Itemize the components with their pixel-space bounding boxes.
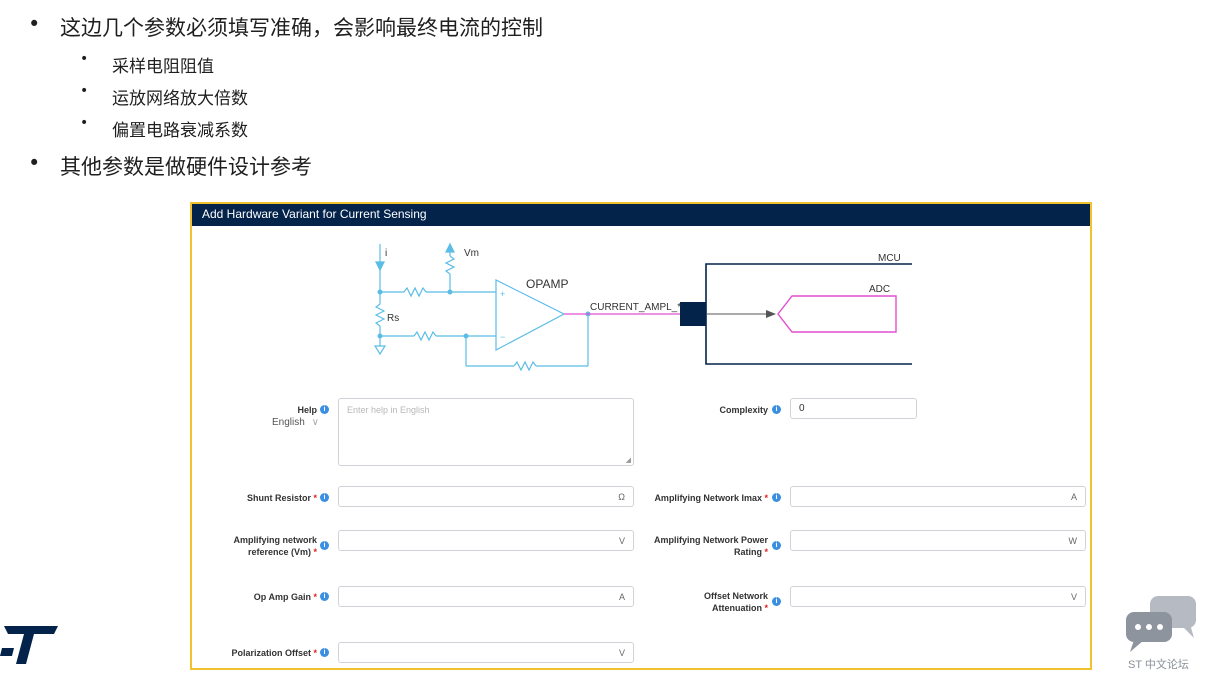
shunt-resistor-input[interactable]: Ω: [338, 486, 634, 507]
offset-attenuation-info-icon[interactable]: i: [772, 597, 781, 606]
current-label: i: [385, 248, 387, 259]
unit-label: W: [1068, 536, 1078, 546]
resize-handle-icon[interactable]: ◢: [625, 456, 631, 464]
forum-watermark-text: ST 中文论坛: [1128, 659, 1189, 671]
help-language-select[interactable]: English ∨: [272, 417, 319, 428]
amp-network-ref-select[interactable]: V: [338, 530, 634, 551]
bullet-dot: •: [80, 115, 89, 131]
help-label: Help: [297, 405, 317, 415]
op-amp-gain-input[interactable]: A: [338, 586, 634, 607]
amp-network-ref-label: Amplifying network reference (Vm) *: [233, 535, 317, 557]
unit-label: V: [1070, 592, 1077, 602]
polarization-offset-select[interactable]: V: [338, 642, 634, 663]
rs-label: Rs: [387, 313, 399, 324]
circuit-wires: [373, 242, 589, 372]
amp-power-rating-label: Amplifying Network Power Rating *: [653, 535, 768, 557]
bullet-dot: •: [80, 83, 89, 99]
polarization-offset-info-icon[interactable]: i: [320, 648, 329, 657]
bullet-dot: •: [28, 12, 41, 36]
adc-label: ADC: [869, 284, 890, 295]
dialog-header: Add Hardware Variant for Current Sensing: [192, 204, 1090, 226]
op-amp-gain-info-icon[interactable]: i: [320, 592, 329, 601]
amp-power-rating-input[interactable]: W: [790, 530, 1086, 551]
sub-bullet-text: 偏置电路衰减系数: [112, 121, 248, 141]
help-info-icon[interactable]: i: [320, 405, 329, 414]
complexity-input[interactable]: 0: [790, 398, 917, 419]
hardware-variant-dialog: Add Hardware Variant for Current Sensing: [190, 202, 1092, 670]
sub-bullet-text: 采样电阻阻值: [112, 57, 214, 77]
adc-block: [777, 295, 897, 333]
amp-power-rating-info-icon[interactable]: i: [772, 541, 781, 550]
unit-label: V: [618, 648, 625, 658]
bullet-text: 其他参数是做硬件设计参考: [60, 155, 312, 179]
bullet-dot: •: [28, 151, 41, 175]
complexity-label: Complexity: [719, 405, 768, 415]
opamp-label: OPAMP: [526, 277, 568, 291]
sub-bullet-text: 运放网络放大倍数: [112, 89, 248, 109]
circuit-nodes: [377, 289, 591, 339]
chevron-down-icon: ∨: [311, 417, 319, 428]
offset-attenuation-select[interactable]: V: [790, 586, 1086, 607]
polarization-offset-label: Polarization Offset *: [231, 648, 317, 658]
mcu-label: MCU: [878, 253, 901, 264]
help-placeholder: Enter help in English: [347, 405, 430, 415]
unit-label: A: [1070, 492, 1077, 502]
dialog-title: Add Hardware Variant for Current Sensing: [202, 207, 427, 221]
unit-label: V: [618, 536, 625, 546]
bullet-text: 这边几个参数必须填写准确，会影响最终电流的控制: [60, 16, 543, 40]
offset-attenuation-label: Offset Network Attenuation *: [703, 591, 768, 613]
help-textarea[interactable]: Enter help in English ◢: [338, 398, 634, 466]
unit-label: Ω: [618, 492, 625, 502]
op-amp-gain-label: Op Amp Gain *: [253, 592, 317, 602]
unit-label: A: [618, 592, 625, 602]
bullet-dot: •: [80, 51, 89, 67]
vm-label: Vm: [464, 248, 479, 259]
complexity-info-icon[interactable]: i: [772, 405, 781, 414]
amp-network-imax-input[interactable]: A: [790, 486, 1086, 507]
amp-network-ref-info-icon[interactable]: i: [320, 541, 329, 550]
current-sense-diagram: i Vm Rs OPAMP + − CURRENT_AMPL_* MCU ADC: [373, 242, 912, 372]
minus-label: −: [500, 332, 505, 342]
complexity-value: 0: [799, 403, 805, 414]
forum-chat-icon: [1126, 596, 1196, 652]
amp-network-imax-label: Amplifying Network Imax *: [654, 493, 768, 503]
plus-label: +: [500, 289, 505, 299]
connector-pin: [680, 302, 706, 326]
st-logo-icon: [0, 626, 58, 664]
shunt-resistor-label: Shunt Resistor *: [246, 493, 317, 503]
signal-label: CURRENT_AMPL_*: [590, 302, 681, 313]
amp-network-imax-info-icon[interactable]: i: [772, 493, 781, 502]
shunt-resistor-info-icon[interactable]: i: [320, 493, 329, 502]
